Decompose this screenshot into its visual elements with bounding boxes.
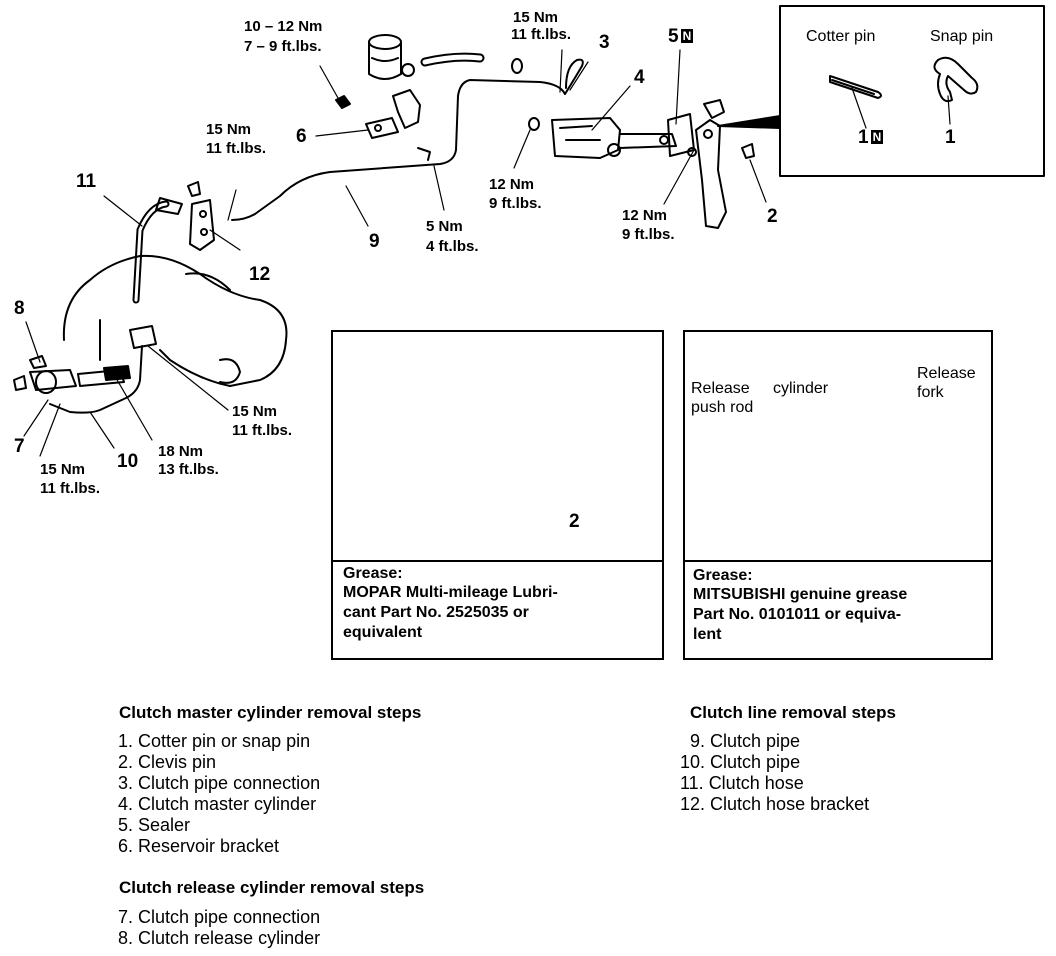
callout-9: 9 xyxy=(369,231,380,252)
list-item: 6. Reservoir bracket xyxy=(118,836,280,856)
mitsubishi-grease-divider xyxy=(685,560,991,562)
callout-11: 11 xyxy=(76,171,97,192)
mopar-grease-inset: 2 Grease: MOPAR Multi-mileage Lubri- can… xyxy=(331,330,664,660)
release-fork-label-1: Release xyxy=(917,365,976,382)
torque-label-10-12-nm: 10 – 12 Nm xyxy=(244,18,323,35)
inset-callout-2: 2 xyxy=(569,511,580,532)
list-item: 4. Clutch master cylinder xyxy=(118,794,317,814)
list-item: 7. Clutch pipe connection xyxy=(118,907,321,927)
release-cylinder-steps-list: 7. Clutch pipe connection 8. Clutch rele… xyxy=(118,907,320,949)
list-item: 8. Clutch release cylinder xyxy=(118,928,321,948)
list-item: 11. Clutch hose xyxy=(680,773,804,793)
torque-label-top-11-ftlbs: 11 ft.lbs. xyxy=(511,26,572,43)
torque-label-bot-11-ftlbs: 11 ft.lbs. xyxy=(40,480,101,497)
torque-label-12b-nm: 12 Nm xyxy=(622,207,668,224)
torque-label-left-11-ftlbs: 11 ft.lbs. xyxy=(206,140,267,157)
callout-2: 2 xyxy=(767,206,778,227)
mopar-grease-divider xyxy=(333,560,662,562)
torque-label-9b-ftlbs: 9 ft.lbs. xyxy=(622,226,675,243)
mitsubishi-grease-title: Grease: xyxy=(693,567,753,584)
release-cylinder-steps-title: Clutch release cylinder removal steps xyxy=(119,878,425,897)
cotter-pin-label: Cotter pin xyxy=(806,28,876,45)
torque-label-mid-11-ftlbs: 11 ft.lbs. xyxy=(232,422,293,439)
release-fork-label-2: fork xyxy=(917,384,944,401)
release-push-rod-label-2: push rod xyxy=(691,399,754,416)
mopar-grease-line-1: MOPAR Multi-mileage Lubri- xyxy=(343,584,558,601)
list-item: 5. Sealer xyxy=(118,815,191,835)
mitsubishi-grease-line-2: Part No. 0101011 or equiva- xyxy=(693,606,902,623)
callout-8: 8 xyxy=(14,298,25,319)
mopar-grease-title: Grease: xyxy=(343,565,403,582)
mopar-grease-line-3: equivalent xyxy=(343,624,423,641)
hose-bracket-drawing xyxy=(187,181,215,251)
reservoir-drawing xyxy=(368,34,415,80)
torque-label-left-15-nm: 15 Nm xyxy=(206,121,252,138)
clutch-line-steps-list: 9. Clutch pipe 10. Clutch pipe 11. Clutc… xyxy=(680,731,869,815)
torque-label-top-15-nm: 15 Nm xyxy=(513,9,559,26)
clutch-pipe-9-drawing xyxy=(231,58,584,221)
list-item: 10. Clutch pipe xyxy=(680,752,801,772)
mitsubishi-grease-line-3: lent xyxy=(693,626,722,643)
cotter-pin-drawing xyxy=(829,75,882,99)
new-part-badge: N xyxy=(680,29,694,43)
reservoir-bracket-drawing xyxy=(365,89,421,139)
master-cylinder-steps-title: Clutch master cylinder removal steps xyxy=(119,703,422,722)
callout-3: 3 xyxy=(599,32,610,53)
cotter-pin-new-badge: N xyxy=(870,130,884,144)
torque-label-7-9-ftlbs: 7 – 9 ft.lbs. xyxy=(244,38,322,55)
snap-pin-drawing xyxy=(933,56,979,103)
pin-inset-frame xyxy=(779,5,1045,177)
clutch-line-steps-title: Clutch line removal steps xyxy=(690,703,896,722)
release-push-rod-label-1: Release xyxy=(691,380,750,397)
list-item: 2. Clevis pin xyxy=(118,752,217,772)
list-item: 12. Clutch hose bracket xyxy=(680,794,870,814)
callout-10: 10 xyxy=(117,451,139,472)
bracket-bolt-drawing xyxy=(335,95,351,109)
torque-label-5-nm: 5 Nm xyxy=(426,218,463,235)
callout-4: 4 xyxy=(634,67,645,88)
torque-label-9a-ftlbs: 9 ft.lbs. xyxy=(489,195,542,212)
torque-label-mid-15-nm: 15 Nm xyxy=(232,403,278,420)
transmission-housing-drawing xyxy=(62,254,288,387)
reservoir-hose-drawing xyxy=(420,52,523,74)
list-item: 3. Clutch pipe connection xyxy=(118,773,321,793)
mitsubishi-grease-line-1: MITSUBISHI genuine grease xyxy=(693,586,908,603)
cylinder-label: cylinder xyxy=(773,380,829,397)
master-cylinder-drawing xyxy=(528,113,697,159)
clutch-pedal-drawing xyxy=(695,99,755,229)
master-cylinder-steps-list: 1. Cotter pin or snap pin 2. Clevis pin … xyxy=(118,731,320,857)
list-item: 1. Cotter pin or snap pin xyxy=(118,731,311,751)
torque-label-12a-nm: 12 Nm xyxy=(489,176,535,193)
snap-pin-callout: 1 xyxy=(945,127,956,148)
snap-pin-label: Snap pin xyxy=(930,28,994,45)
mitsubishi-grease-inset: Release push rod cylinder Release fork G… xyxy=(683,330,993,660)
torque-label-18-nm: 18 Nm xyxy=(158,443,204,460)
clutch-hose-11-drawing xyxy=(132,197,183,304)
torque-label-4-ftlbs: 4 ft.lbs. xyxy=(426,238,479,255)
torque-label-bot-15-nm: 15 Nm xyxy=(40,461,86,478)
callout-6: 6 xyxy=(296,126,307,147)
pin-pointer xyxy=(717,115,781,129)
callout-5-number: 5 xyxy=(668,26,679,47)
leader-lines xyxy=(23,49,951,457)
clutch-pipe-10-drawing xyxy=(49,325,157,414)
callout-7: 7 xyxy=(14,436,25,457)
cotter-pin-callout-number: 1 xyxy=(858,127,869,148)
list-item: 9. Clutch pipe xyxy=(690,731,801,751)
callout-12: 12 xyxy=(249,264,271,285)
torque-label-13-ftlbs: 13 ft.lbs. xyxy=(158,461,219,478)
mopar-grease-line-2: cant Part No. 2525035 or xyxy=(343,604,529,621)
release-cylinder-drawing xyxy=(13,355,131,394)
